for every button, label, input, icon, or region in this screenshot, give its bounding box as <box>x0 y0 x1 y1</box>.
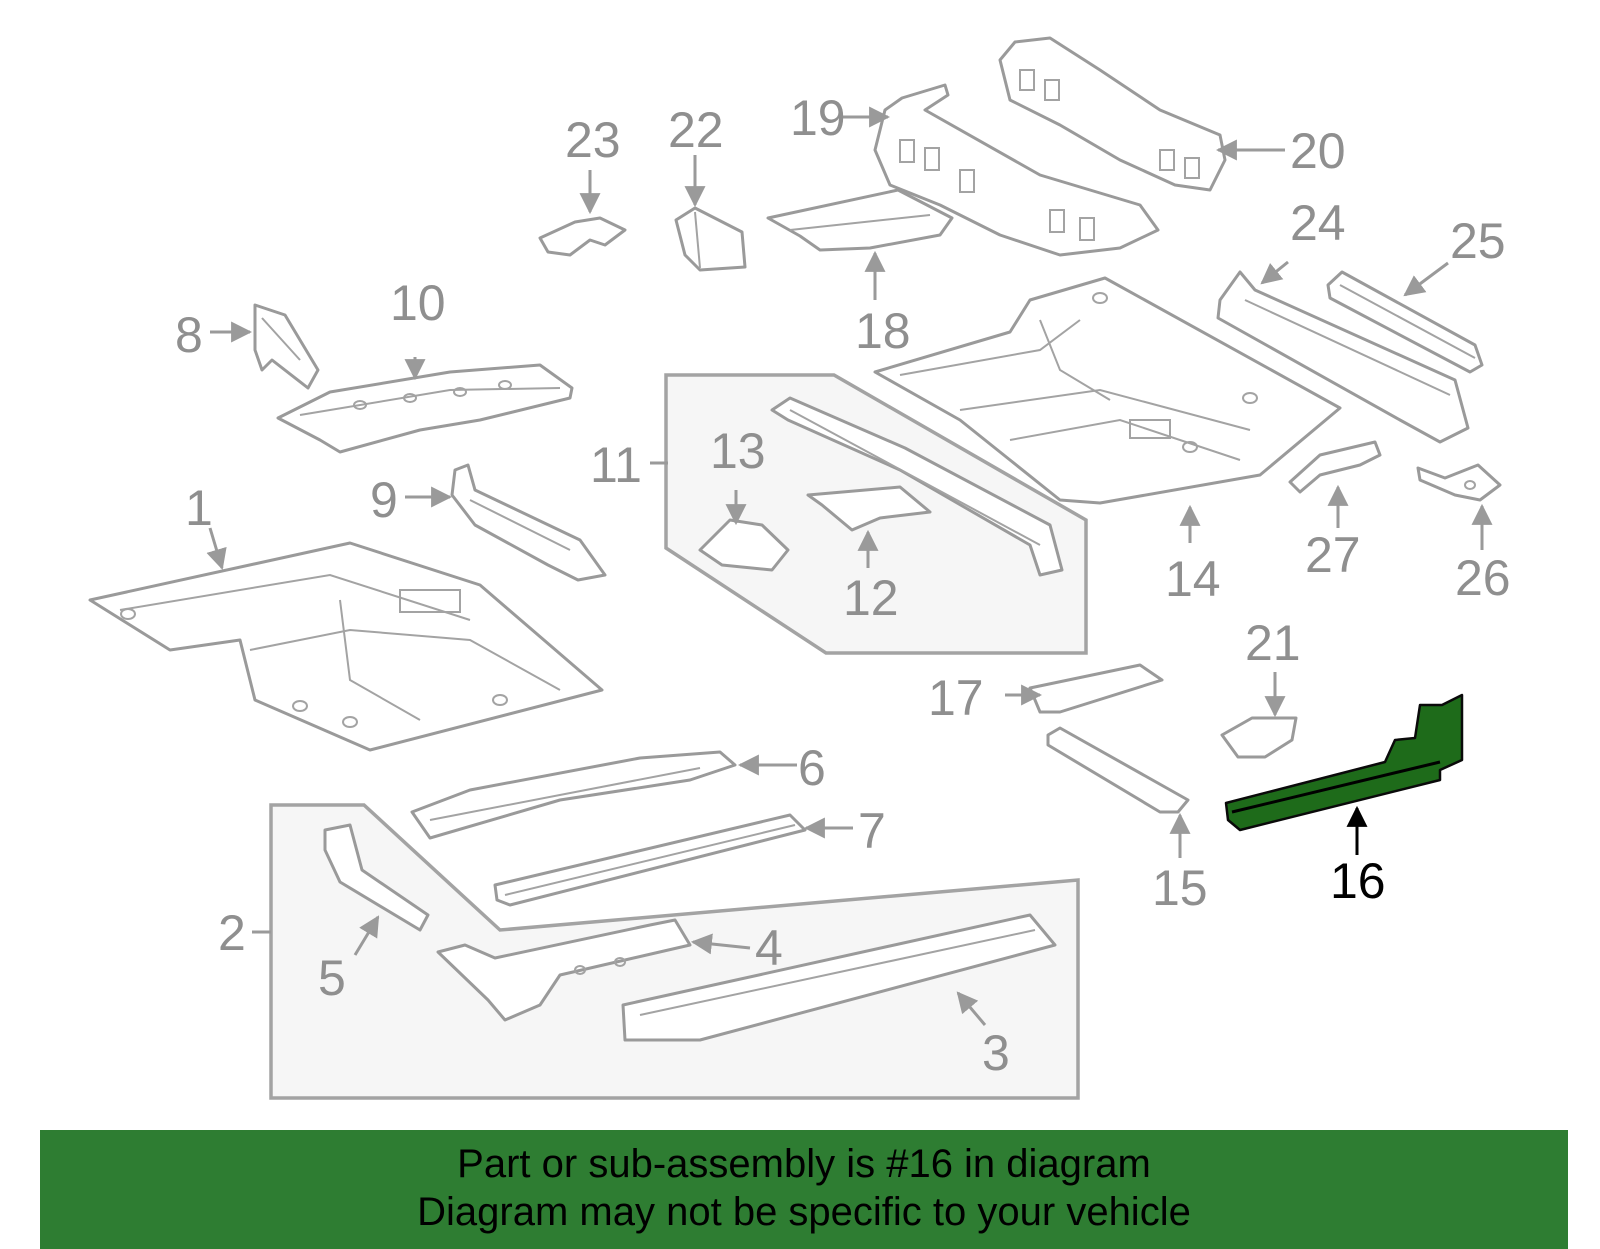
callout-11: 11 <box>590 437 642 493</box>
part-5-brace[interactable] <box>323 823 430 932</box>
part-11-rocker-rail[interactable] <box>770 396 1064 577</box>
part-20-rear-crossmember[interactable] <box>998 36 1227 192</box>
part-25-rail[interactable] <box>1326 270 1484 374</box>
callout-10: 10 <box>390 275 446 331</box>
part-3-rocker-panel[interactable] <box>621 913 1057 1042</box>
part-16-highlighted[interactable] <box>1224 693 1464 832</box>
group-box-2 <box>269 803 1080 1100</box>
callout-27: 27 <box>1305 527 1361 583</box>
part-6-reinforcement[interactable] <box>410 750 737 840</box>
part-17-crossmember[interactable] <box>1028 663 1164 714</box>
banner-line-1: Part or sub-assembly is #16 in diagram <box>457 1142 1151 1186</box>
part-10-crossmember[interactable] <box>276 363 574 454</box>
callout-6: 6 <box>798 740 826 796</box>
callout-20: 20 <box>1290 123 1346 179</box>
callout-25: 25 <box>1450 213 1506 269</box>
part-9-reinforcement[interactable] <box>450 463 607 582</box>
callout-5: 5 <box>318 950 346 1006</box>
callout-12: 12 <box>843 570 899 626</box>
part-24-rail[interactable] <box>1216 270 1470 444</box>
callout-2: 2 <box>218 905 246 961</box>
callout-labels: 1 2 3 4 5 6 7 8 9 10 11 12 13 14 15 16 1… <box>175 90 1511 1081</box>
part-27-bracket[interactable] <box>1288 440 1382 494</box>
callout-26: 26 <box>1455 550 1511 606</box>
info-banner: Part or sub-assembly is #16 in diagram D… <box>40 1130 1568 1249</box>
part-1-front-floor-pan[interactable] <box>88 541 604 752</box>
part-21-gusset[interactable] <box>1220 716 1298 759</box>
callout-18: 18 <box>855 303 911 359</box>
callout-21: 21 <box>1245 615 1301 671</box>
callout-15: 15 <box>1152 860 1208 916</box>
callout-1: 1 <box>185 480 213 536</box>
part-15-brace[interactable] <box>1046 726 1190 814</box>
callout-9: 9 <box>370 472 398 528</box>
part-7-sill[interactable] <box>493 813 807 907</box>
part-14-rear-floor-pan[interactable] <box>873 276 1342 505</box>
callout-19: 19 <box>790 90 846 146</box>
banner-line-2: Diagram may not be specific to your vehi… <box>417 1190 1191 1234</box>
callout-3: 3 <box>982 1025 1010 1081</box>
parts-diagram: 1 2 3 4 5 6 7 8 9 10 11 12 13 14 15 16 1… <box>88 36 1511 1100</box>
callout-leaders <box>206 106 1493 1026</box>
callout-16: 16 <box>1330 853 1386 909</box>
callout-13: 13 <box>710 423 766 479</box>
callout-14: 14 <box>1165 551 1221 607</box>
part-26-bracket[interactable] <box>1416 463 1502 502</box>
part-18-rear-pan[interactable] <box>766 188 954 252</box>
callout-7: 7 <box>858 803 886 859</box>
part-4-extension[interactable] <box>436 918 692 1022</box>
callout-22: 22 <box>668 102 724 158</box>
callout-17: 17 <box>928 670 984 726</box>
callout-8: 8 <box>175 307 203 363</box>
part-23-patch[interactable] <box>538 216 627 257</box>
part-22-extension[interactable] <box>674 206 747 272</box>
part-12-bracket[interactable] <box>806 485 932 532</box>
callout-24: 24 <box>1290 195 1346 251</box>
callout-23: 23 <box>565 112 621 168</box>
callout-4: 4 <box>755 920 783 976</box>
part-8-bracket[interactable] <box>253 303 320 390</box>
part-19-rear-crossmember[interactable] <box>873 83 1160 257</box>
